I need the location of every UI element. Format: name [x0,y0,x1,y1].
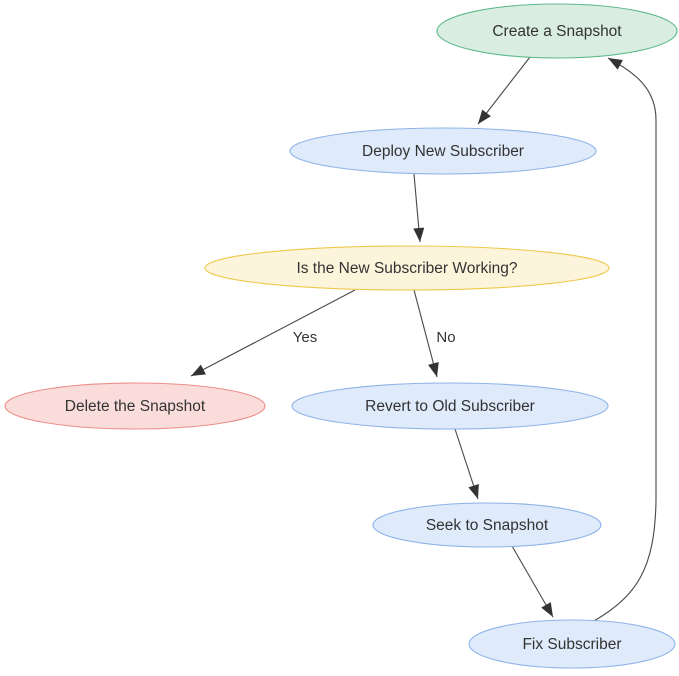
edge-label-no: No [436,329,455,346]
edge-is-new-subscriber-working-to-delete-the-snapshot [190,289,356,377]
edges-layer [190,56,657,622]
node-shape-deploy-new-subscriber[interactable] [289,127,597,175]
edge-label-yes: Yes [293,329,317,346]
arrowhead-is-new-subscriber-working-to-delete-the-snapshot [191,364,206,376]
edge-create-snapshot-to-deploy-new-subscriber [477,56,531,125]
arrowhead-deploy-new-subscriber-to-is-new-subscriber-working [413,227,425,242]
node-shape-is-new-subscriber-working[interactable] [204,245,610,291]
arrowhead-create-snapshot-to-deploy-new-subscriber [478,109,491,124]
edge-fix-subscriber-to-create-snapshot [593,57,657,622]
node-label-deploy-new-subscriber: Deploy New Subscriber [362,143,524,160]
edge-labels-layer: Yes No [293,329,456,346]
node-shape-create-snapshot[interactable] [436,3,678,59]
node-fix-subscriber[interactable]: Fix Subscriber [468,619,676,669]
node-label-create-snapshot: Create a Snapshot [492,23,622,40]
node-label-is-new-subscriber-working: Is the New Subscriber Working? [296,260,517,277]
arrowhead-is-new-subscriber-working-to-revert-to-old-subscriber [428,362,439,377]
node-shape-fix-subscriber[interactable] [468,619,676,669]
arrowhead-revert-to-old-subscriber-to-seek-to-snapshot [468,483,479,499]
node-label-revert-to-old-subscriber: Revert to Old Subscriber [365,398,535,415]
node-seek-to-snapshot[interactable]: Seek to Snapshot [372,502,602,548]
node-shape-revert-to-old-subscriber[interactable] [291,382,609,430]
node-label-delete-the-snapshot: Delete the Snapshot [65,398,206,415]
arrowhead-seek-to-snapshot-to-fix-subscriber [541,602,553,617]
node-shape-seek-to-snapshot[interactable] [372,502,602,548]
node-is-new-subscriber-working[interactable]: Is the New Subscriber Working? [204,245,610,291]
arrowhead-fix-subscriber-to-create-snapshot [608,58,623,70]
node-label-fix-subscriber: Fix Subscriber [522,636,621,653]
node-create-snapshot[interactable]: Create a Snapshot [436,3,678,59]
node-delete-the-snapshot[interactable]: Delete the Snapshot [4,382,266,430]
node-label-seek-to-snapshot: Seek to Snapshot [426,517,549,534]
node-shape-delete-the-snapshot[interactable] [4,382,266,430]
node-revert-to-old-subscriber[interactable]: Revert to Old Subscriber [291,382,609,430]
node-deploy-new-subscriber[interactable]: Deploy New Subscriber [289,127,597,175]
edge-is-new-subscriber-working-to-revert-to-old-subscriber [413,289,438,378]
